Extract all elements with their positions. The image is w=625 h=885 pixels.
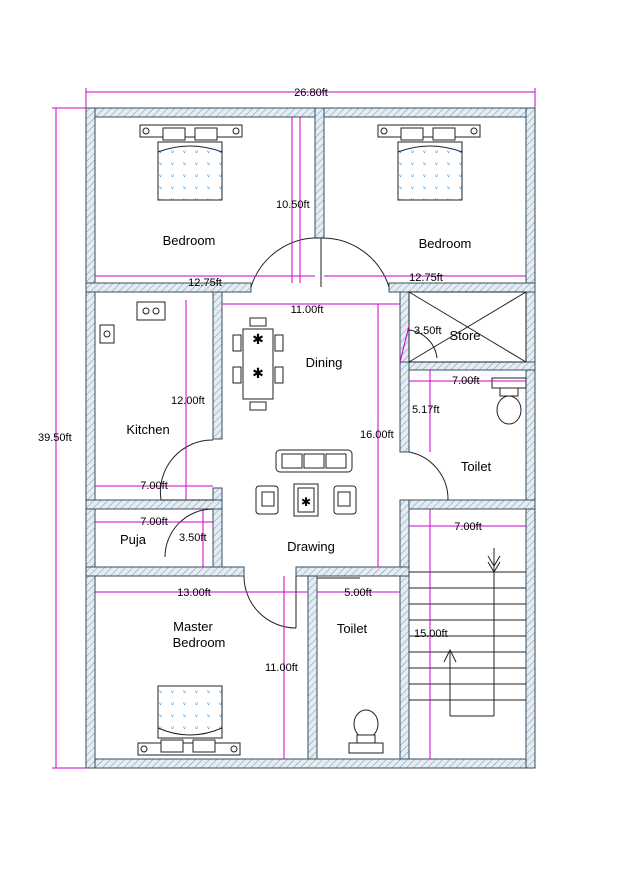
room-label-master-line2: Bedroom <box>173 635 226 650</box>
bed-right <box>377 124 481 201</box>
dim-bed-left-width: 12.75ft <box>188 277 222 289</box>
dim-master-height: 11.00ft <box>265 662 298 674</box>
dim-puja-width: 7.00ft <box>140 516 168 528</box>
svg-text:✱: ✱ <box>252 332 264 348</box>
dim-bed-right-width: 12.75ft <box>409 272 443 284</box>
store-cross-line <box>408 291 527 363</box>
dining-table-icon: ✱ ✱ <box>232 317 284 411</box>
dim-overall-height: 39.50ft <box>38 432 72 444</box>
dim-dining-width: 11.00ft <box>291 304 324 316</box>
dim-bed-left-height: 10.50ft <box>276 199 310 211</box>
dim-stair-width: 7.00ft <box>454 521 482 533</box>
wc-right-icon <box>491 377 527 425</box>
room-label-store: Store <box>449 328 480 343</box>
dim-toilet-width: 7.00ft <box>452 375 480 387</box>
dim-stair-height: 15.00ft <box>414 628 448 640</box>
dim-store-width: 3.50ft <box>414 325 442 337</box>
room-label-toilet-bottom: Toilet <box>337 621 368 636</box>
dim-kitchen-height: 12.00ft <box>171 395 205 407</box>
room-label-master-line1: Master <box>173 619 213 634</box>
room-label-kitchen: Kitchen <box>126 422 169 437</box>
door-swings <box>159 237 449 629</box>
dim-kitchen-width: 7.00ft <box>140 480 168 492</box>
staircase <box>409 548 526 717</box>
sofa-set-icon: ✱ <box>255 449 357 517</box>
svg-text:✱: ✱ <box>301 495 311 509</box>
walls <box>85 107 536 769</box>
room-label-bedroom-left: Bedroom <box>163 233 216 248</box>
room-label-toilet-right: Toilet <box>461 459 492 474</box>
room-label-bedroom-right: Bedroom <box>419 236 472 251</box>
dim-master-width: 13.00ft <box>177 587 211 599</box>
dim-overall-width: 26.80ft <box>294 87 328 99</box>
dim-drawing-height: 16.00ft <box>360 429 394 441</box>
room-label-dining: Dining <box>306 355 343 370</box>
dim-puja-door: 3.50ft <box>179 532 207 544</box>
dimension-lines <box>52 88 536 769</box>
wc-bottom-icon <box>348 709 384 754</box>
bed-left <box>139 124 243 201</box>
svg-text:✱: ✱ <box>252 366 264 382</box>
room-label-drawing: Drawing <box>287 539 335 554</box>
sink-icon <box>99 301 166 344</box>
room-label-puja: Puja <box>120 532 147 547</box>
bed-master <box>137 685 241 756</box>
dim-toilet-height: 5.17ft <box>412 404 440 416</box>
dim-toilet-bottom-width: 5.00ft <box>344 587 372 599</box>
